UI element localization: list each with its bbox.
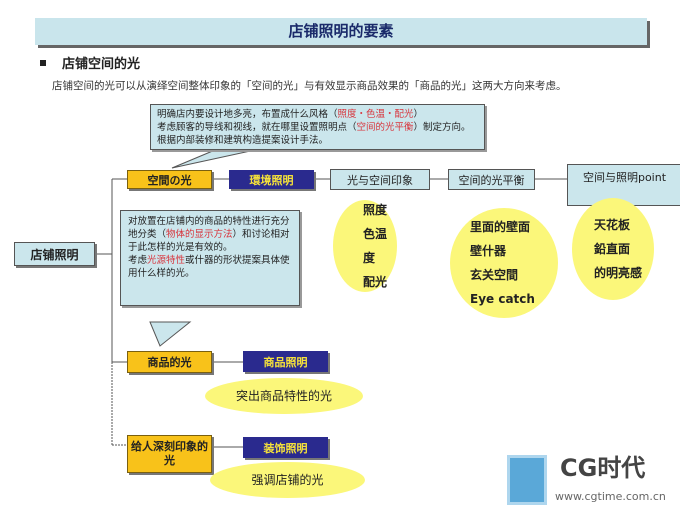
ellipse-store-note: 强调店铺的光 (210, 462, 365, 498)
impression-light-node: 给人深刻印象的光 (127, 435, 212, 473)
item: 里面的壁面 (470, 220, 531, 234)
ellipse-wall: 里面的壁面壁什器玄关空間 Eye catch (450, 208, 558, 318)
item: 玄关空間 (470, 268, 519, 282)
space-light-node: 空間の光 (127, 170, 212, 189)
callout-product-light: 对放置在店铺内的商品的特性进行充分地分类（物体的显示方法）和讨论相对于此怎样的光… (120, 210, 300, 306)
bullet-icon (40, 60, 46, 66)
node-space-balance: 空间的光平衡 (448, 169, 535, 190)
page-title: 店铺照明的要素 (35, 18, 647, 45)
section-heading: 店铺空间的光 (62, 57, 141, 72)
callout-space-light: 明确店内要设计地多亮，布置成什么风格（照度・色温・配光） 考虑顾客的导线和视线，… (150, 104, 485, 150)
ambient-lighting-node: 環境照明 (229, 170, 314, 189)
highlight: 空间的光平衡 (356, 122, 414, 133)
text: 考虑 (128, 255, 148, 266)
item: 壁什器 (470, 244, 507, 258)
item: 鉛直面 (594, 242, 631, 256)
logo-icon (507, 455, 547, 505)
text: 对放置在店铺内的商品的特性进行充分地分类（ (128, 216, 290, 240)
decorative-lighting-node: 装饰照明 (243, 437, 328, 458)
logo-text: CG时代 (560, 454, 646, 482)
item: 配光 (363, 275, 388, 289)
item: 照度 (363, 203, 388, 217)
root-node: 店铺照明 (14, 242, 95, 266)
text: 或什器的形状提案具体使用什么样的光。 (128, 255, 290, 279)
item: 色温度 (363, 227, 388, 265)
highlight: 光源特性 (147, 255, 186, 266)
product-lighting-node: 商品照明 (243, 351, 328, 372)
text: ） (413, 109, 424, 120)
highlight: 照度・色温・配光 (337, 109, 414, 120)
item: Eye catch (470, 292, 535, 306)
text: 根据内部装修和建筑构造提案设计手法。 (157, 135, 329, 146)
logo-url: www.cgtime.com.cn (555, 490, 666, 503)
item: 天花板 (594, 218, 631, 232)
text: 明确店内要设计地多亮，布置成什么风格（ (157, 109, 338, 120)
product-light-node: 商品的光 (127, 351, 212, 373)
highlight: 物体的显示方法 (166, 229, 233, 240)
text: ）和讨论相对于此怎样的光是有效的。 (128, 229, 290, 253)
text: ）制定方向。 (413, 122, 471, 133)
node-space-impression: 光与空间印象 (330, 169, 430, 190)
ellipse-product-note: 突出商品特性的光 (205, 378, 363, 414)
ellipse-ceiling: 天花板鉛直面的明亮感 (572, 198, 654, 300)
ellipse-illuminance: 照度色温度配光 (333, 200, 397, 292)
description: 店铺空间的光可以从演绎空间整体印象的「空间的光」与有效显示商品效果的「商品的光」… (52, 80, 567, 92)
text: 考虑顾客的导线和视线，就在哪里设置照明点（ (157, 122, 357, 133)
item: 的明亮感 (594, 266, 643, 280)
